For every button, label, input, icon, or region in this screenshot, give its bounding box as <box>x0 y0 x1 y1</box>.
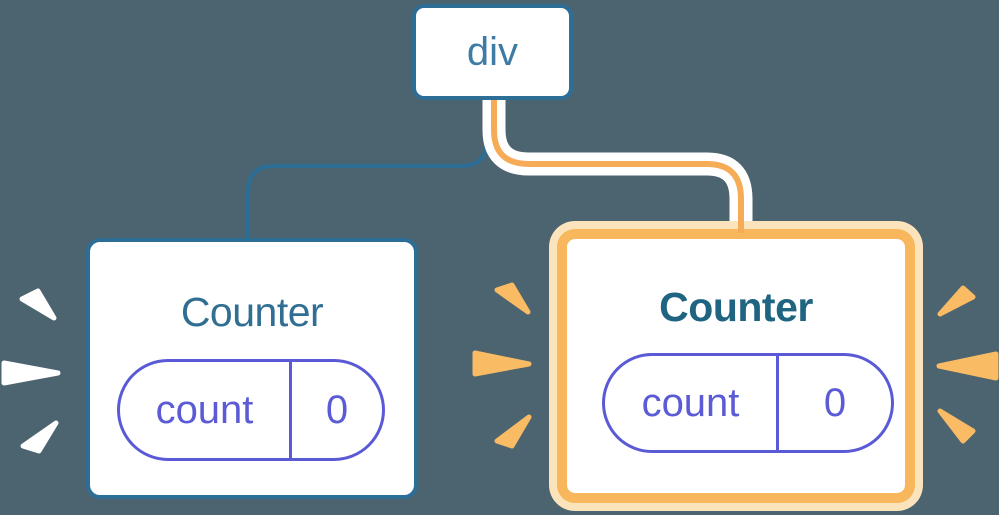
root-node-label: div <box>466 29 519 74</box>
burst-mark <box>937 408 976 444</box>
burst-marks-right-counter-right <box>936 285 999 444</box>
counter-node-left: Counter count 0 <box>86 238 418 499</box>
burst-mark <box>19 288 57 321</box>
burst-mark <box>494 414 532 449</box>
state-pill: count 0 <box>602 353 894 453</box>
burst-marks-right-counter-left <box>472 282 532 449</box>
burst-mark <box>1 360 61 386</box>
state-value: 0 <box>823 380 847 425</box>
state-value: 0 <box>325 387 349 432</box>
counter-title: Counter <box>180 289 324 335</box>
tree-connector-right-casing <box>482 98 753 244</box>
state-key-label: count <box>120 362 292 458</box>
counter-title: Counter <box>659 284 813 330</box>
burst-mark <box>20 420 59 454</box>
root-node-div: div <box>412 4 573 100</box>
counter-node-right-highlighted: Counter count 0 <box>557 229 915 503</box>
state-pill: count 0 <box>117 359 385 461</box>
tree-connector-left <box>246 98 489 242</box>
burst-mark <box>937 285 976 317</box>
burst-marks-left-counter <box>1 288 61 454</box>
burst-mark <box>472 350 532 377</box>
state-key-label: count <box>605 356 779 450</box>
burst-mark <box>494 282 531 315</box>
burst-mark <box>936 351 999 381</box>
tree-connector-right-core <box>491 98 744 244</box>
